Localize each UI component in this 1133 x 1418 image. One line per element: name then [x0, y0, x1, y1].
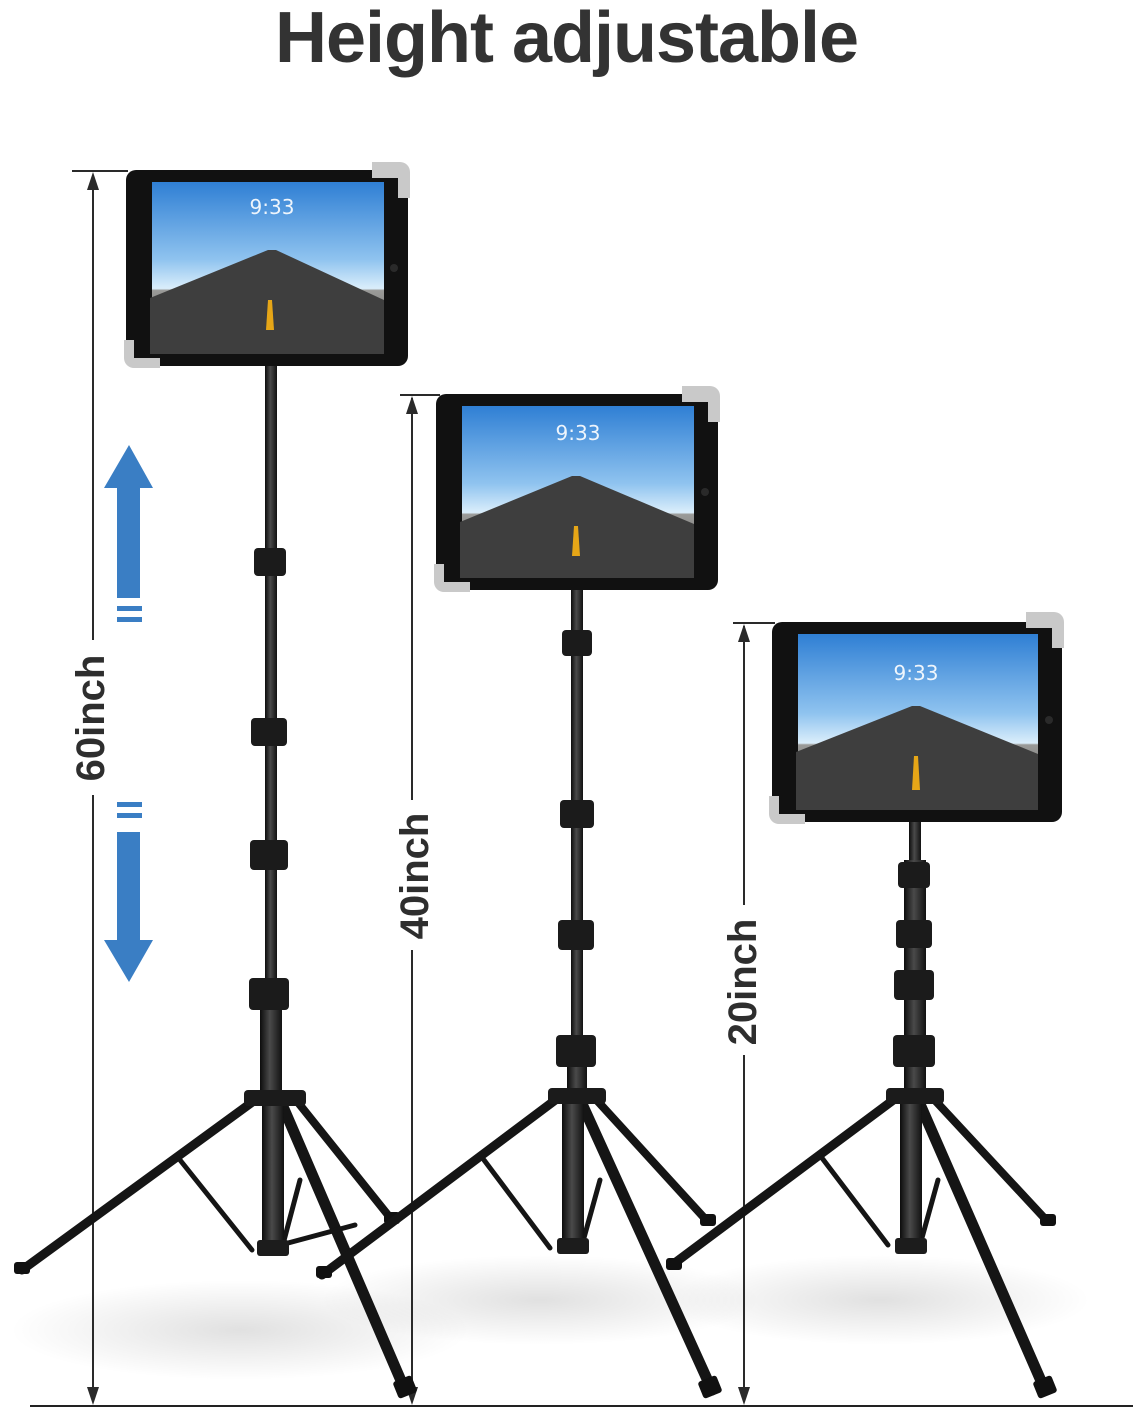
- arrow-up-icon: [104, 445, 153, 622]
- screen-time: 9:33: [894, 661, 939, 685]
- floor-shadow: [670, 1255, 1090, 1345]
- tablet-medium: 9:33: [434, 386, 720, 592]
- height-label-40: 40inch: [393, 813, 437, 940]
- dimension-60: [72, 170, 128, 1405]
- adjust-arrows: [104, 445, 153, 982]
- floor-shadow: [320, 1255, 760, 1345]
- lock-clamps: [244, 548, 306, 1106]
- telescopic-pole: [571, 588, 583, 1093]
- tripod-legs: [317, 1089, 718, 1396]
- headline: Height adjustable: [274, 0, 859, 78]
- tablet-tall: 9:33: [124, 162, 410, 368]
- tablet-short: 9:33: [769, 612, 1064, 824]
- lock-clamps: [548, 630, 606, 1104]
- height-label-60: 60inch: [69, 655, 113, 782]
- stand-medium: 9:33: [316, 386, 722, 1399]
- height-label-20: 20inch: [721, 919, 765, 1046]
- stand-tall: 9:33: [14, 162, 417, 1399]
- lock-clamps: [886, 862, 944, 1104]
- tripod-legs: [667, 1089, 1052, 1396]
- arrow-down-icon: [104, 802, 153, 982]
- screen-time: 9:33: [556, 421, 601, 445]
- screen-time: 9:33: [250, 195, 295, 219]
- dimension-20: [733, 622, 775, 1405]
- stand-short: 9:33: [666, 612, 1064, 1399]
